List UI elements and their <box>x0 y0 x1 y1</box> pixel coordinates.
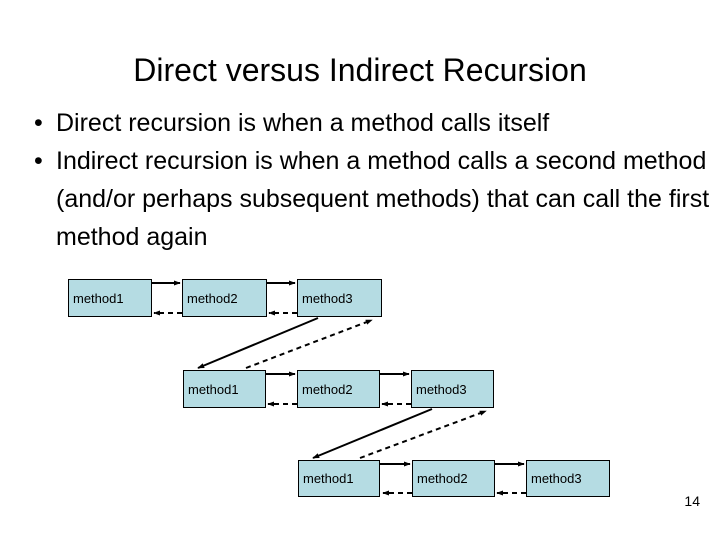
method-box-label: method1 <box>188 381 239 397</box>
page-number: 14 <box>684 493 700 509</box>
method-box-label: method3 <box>416 381 467 397</box>
bullet-item-1-text: Direct recursion is when a method calls … <box>56 109 550 137</box>
call-row2-m3-to-row3-m1 <box>312 408 433 459</box>
method-box-label: method2 <box>302 381 353 397</box>
method-box-label: method2 <box>417 471 468 486</box>
return-row3-m1-to-row2-m3 <box>359 410 487 459</box>
method-box-label: method1 <box>73 290 124 306</box>
method-box-row-3-3: method3 <box>526 460 610 497</box>
method-box-label: method2 <box>187 290 238 306</box>
method-box-label: method1 <box>303 471 354 486</box>
method-box-row-1-1: method1 <box>68 279 152 317</box>
bullet-dot-icon: • <box>34 109 43 137</box>
method-box-row-3-1: method1 <box>298 460 380 497</box>
method-box-row-1-3: method3 <box>297 279 382 317</box>
method-box-label: method3 <box>302 290 353 306</box>
method-box-row-2-2: method2 <box>297 370 380 408</box>
method-box-row-1-2: method2 <box>182 279 267 317</box>
method-box-label: method3 <box>531 471 582 486</box>
method-box-row-2-1: method1 <box>183 370 266 408</box>
call-row1-m3-to-row2-m1 <box>197 317 319 369</box>
page-title: Direct versus Indirect Recursion <box>133 52 587 88</box>
bullet-item-2: • Indirect recursion is when a method ca… <box>26 142 714 256</box>
bullet-item-2-text: Indirect recursion is when a method call… <box>56 147 710 251</box>
bullet-list: • Direct recursion is when a method call… <box>26 104 714 256</box>
bullet-dot-icon: • <box>34 147 43 175</box>
bullet-item-1: • Direct recursion is when a method call… <box>26 104 714 142</box>
method-box-row-2-3: method3 <box>411 370 494 408</box>
return-row2-m1-to-row1-m3 <box>245 319 373 369</box>
method-box-row-3-2: method2 <box>412 460 495 497</box>
